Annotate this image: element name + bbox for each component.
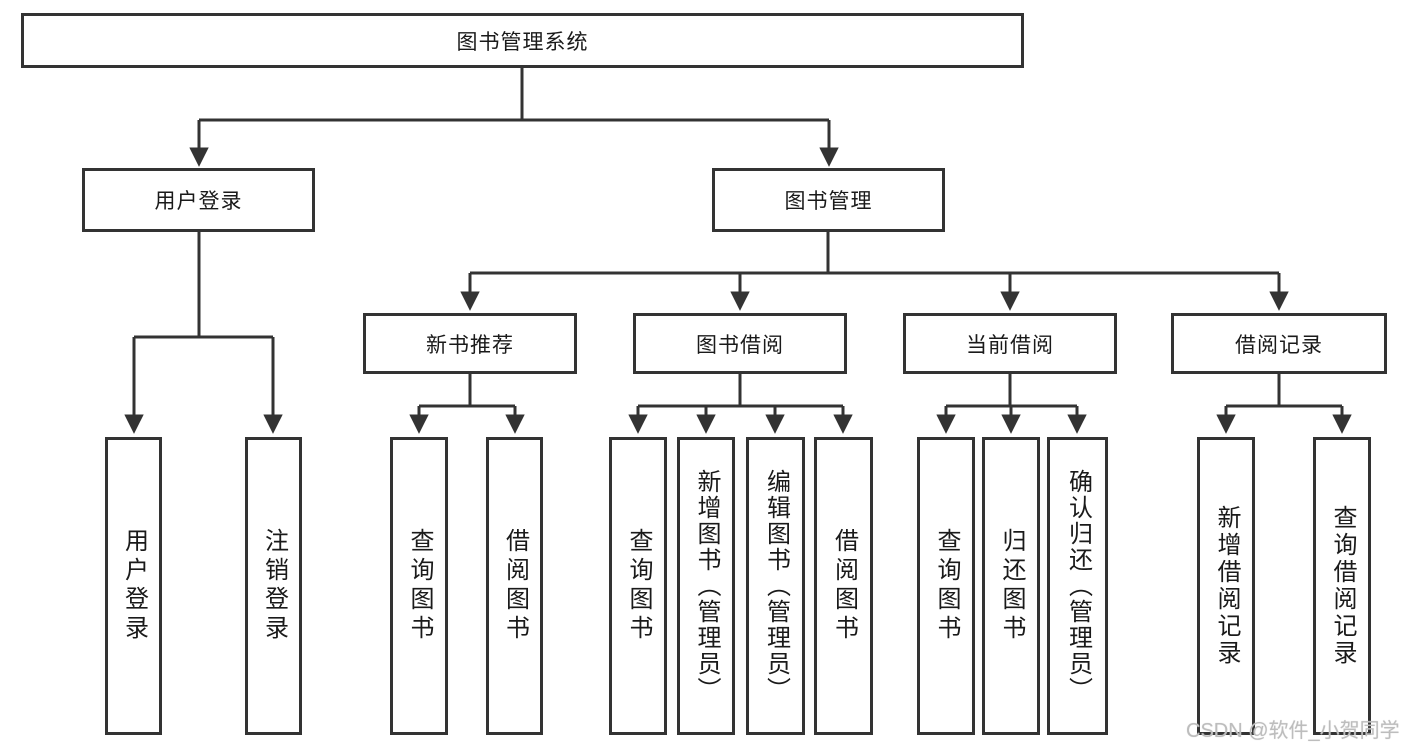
leaf-records-add-borrow-record: 新增借阅记录 (1197, 437, 1255, 735)
node-borrowing-records: 借阅记录 (1171, 313, 1387, 374)
node-current-borrowing: 当前借阅 (903, 313, 1117, 374)
leaf-current-query-books: 查询图书 (917, 437, 975, 735)
leaf-current-return-books: 归还图书 (982, 437, 1040, 735)
leaf-current-confirm-return-admin: 确认归还（管理员） (1047, 437, 1108, 735)
leaf-records-query-borrow-record: 查询借阅记录 (1313, 437, 1371, 735)
leaf-newrec-borrow-books: 借阅图书 (486, 437, 543, 735)
node-book-borrowing: 图书借阅 (633, 313, 847, 374)
leaf-borrowing-edit-books-admin: 编辑图书（管理员） (746, 437, 805, 735)
leaf-newrec-query-books: 查询图书 (390, 437, 448, 735)
node-new-book-recommend: 新书推荐 (363, 313, 577, 374)
leaf-user-login: 用户登录 (105, 437, 162, 735)
node-book-management: 图书管理 (712, 168, 945, 232)
connector-arrows (124, 120, 1352, 434)
node-user-login: 用户登录 (82, 168, 315, 232)
leaf-borrowing-add-books-admin: 新增图书（管理员） (677, 437, 735, 735)
leaf-logout: 注销登录 (245, 437, 302, 735)
leaf-borrowing-query-books: 查询图书 (609, 437, 667, 735)
leaf-borrowing-borrow-books: 借阅图书 (814, 437, 873, 735)
connector-skeleton (134, 68, 1342, 408)
csdn-watermark: CSDN @软件_小贺同学 (1186, 720, 1400, 742)
root-node-library-management-system: 图书管理系统 (21, 13, 1024, 68)
